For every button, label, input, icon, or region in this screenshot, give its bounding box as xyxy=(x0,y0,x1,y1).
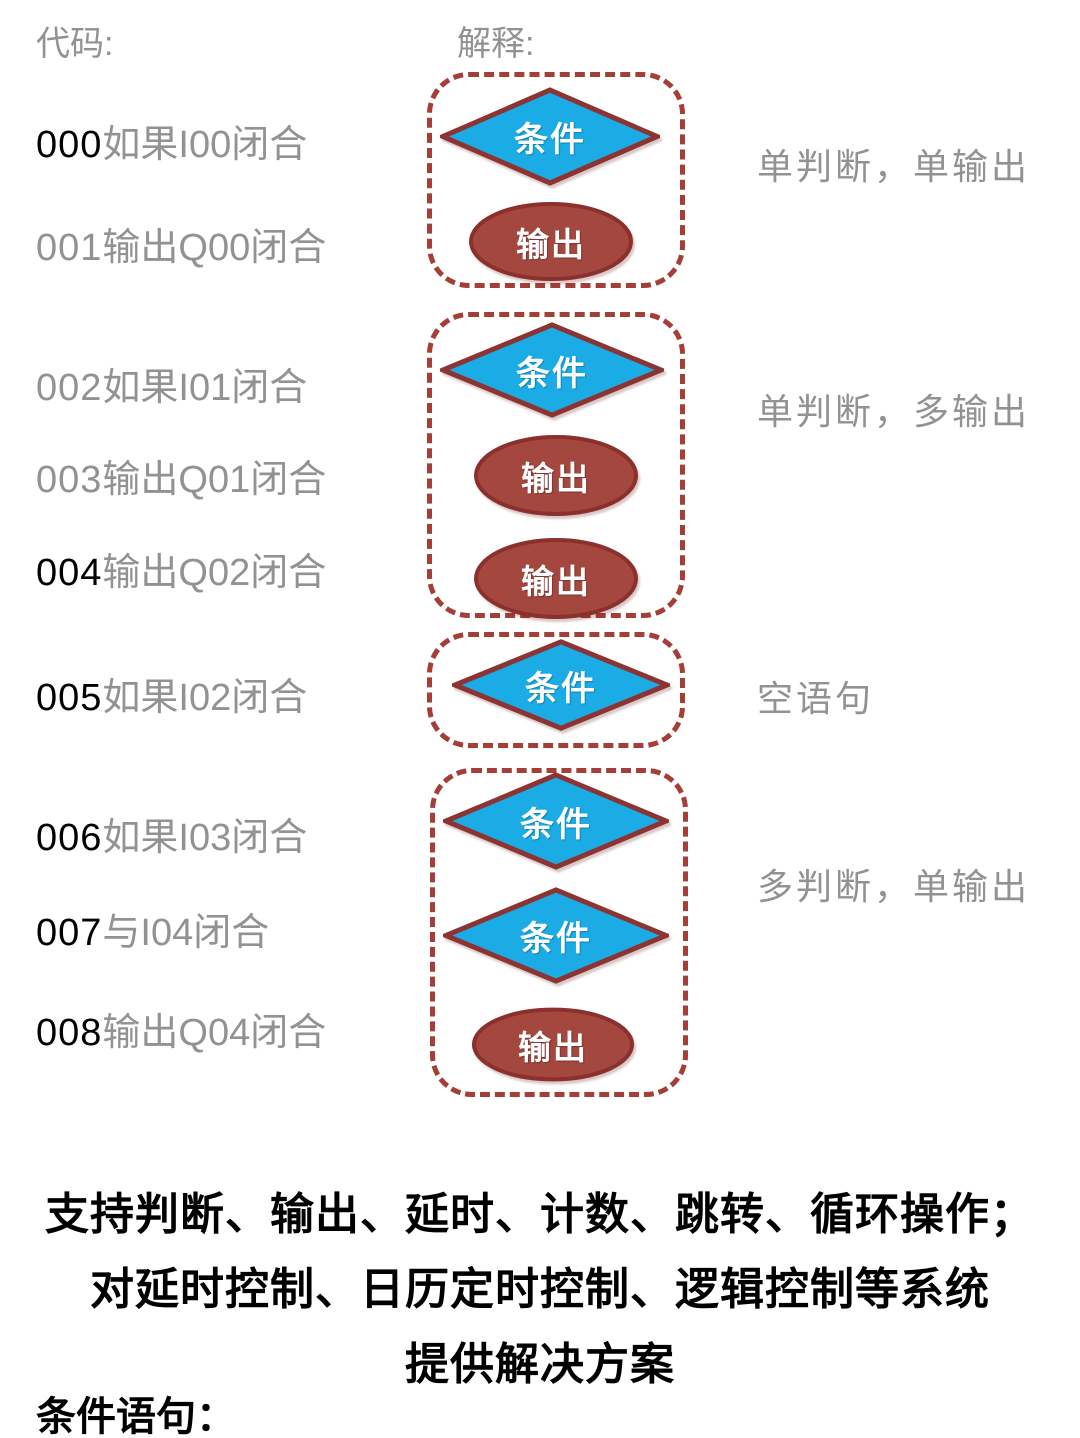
condition-diamond: 条件 xyxy=(452,639,670,731)
code-line-002: 002如果I01闭合 xyxy=(36,356,307,411)
condition-diamond: 条件 xyxy=(440,322,664,418)
flow-group-1-box xyxy=(427,72,685,288)
code-line-text: 如果I03闭合 xyxy=(102,817,308,859)
summary-line-3: 提供解决方案 xyxy=(405,1340,675,1389)
annotation-single-if-multi-out: 单判断，多输出 xyxy=(757,391,1031,432)
code-line-001: 001输出Q00闭合 xyxy=(36,216,326,271)
code-line-number: 003 xyxy=(36,459,103,501)
code-line-text: 输出Q01闭合 xyxy=(102,459,327,501)
code-line-005: 005如果I02闭合 xyxy=(36,666,307,721)
code-line-003: 003输出Q01闭合 xyxy=(36,448,326,503)
code-line-006: 006如果I03闭合 xyxy=(36,806,307,861)
code-line-text: 输出Q02闭合 xyxy=(102,552,327,594)
output-label: 输出 xyxy=(518,1028,588,1066)
condition-label: 条件 xyxy=(520,920,592,958)
code-line-text: 如果I02闭合 xyxy=(102,677,308,719)
summary-line-1: 支持判断、输出、延时、计数、跳转、循环操作； xyxy=(45,1190,1035,1239)
code-line-number: 008 xyxy=(36,1012,103,1054)
output-label: 输出 xyxy=(516,225,586,263)
annotation-multi-if-single-out: 多判断，单输出 xyxy=(757,866,1031,907)
code-line-text: 与I04闭合 xyxy=(102,912,270,954)
summary-text: 支持判断、输出、延时、计数、跳转、循环操作； 对延时控制、日历定时控制、逻辑控制… xyxy=(0,1183,1080,1408)
condition-statement-section-label: 条件语句： xyxy=(36,1395,236,1438)
code-line-text: 如果I00闭合 xyxy=(102,124,308,166)
output-label: 输出 xyxy=(521,459,591,497)
code-line-text: 输出Q00闭合 xyxy=(102,227,327,269)
condition-label: 条件 xyxy=(516,354,588,393)
condition-label: 条件 xyxy=(520,805,592,844)
output-ellipse: 输出 xyxy=(470,1006,636,1083)
code-line-number: 002 xyxy=(36,367,103,409)
output-label: 输出 xyxy=(521,562,591,600)
code-column-header: 代码: xyxy=(36,25,114,63)
flow-group-3-box xyxy=(427,632,685,748)
code-line-number: 005 xyxy=(36,677,103,719)
condition-label: 条件 xyxy=(514,121,586,159)
explain-column-header: 解释: xyxy=(457,25,535,63)
code-line-text: 输出Q04闭合 xyxy=(102,1012,327,1054)
code-line-text: 如果I01闭合 xyxy=(102,367,308,409)
condition-label: 条件 xyxy=(525,669,597,708)
code-line-number: 007 xyxy=(36,912,103,954)
code-line-number: 004 xyxy=(36,552,103,594)
output-ellipse: 输出 xyxy=(472,536,640,621)
annotation-empty-statement: 空语句 xyxy=(757,678,875,719)
code-line-007: 007与I04闭合 xyxy=(36,901,269,956)
output-ellipse: 输出 xyxy=(472,433,640,518)
output-ellipse: 输出 xyxy=(467,200,635,283)
condition-diamond: 条件 xyxy=(443,772,669,870)
condition-diamond: 条件 xyxy=(443,887,669,984)
condition-diamond: 条件 xyxy=(440,87,660,186)
code-line-000: 000如果I00闭合 xyxy=(36,113,307,168)
annotation-single-if-single-out: 单判断，单输出 xyxy=(757,146,1031,187)
code-line-number: 001 xyxy=(36,227,103,269)
flow-group-4-box xyxy=(430,768,688,1097)
summary-line-2: 对延时控制、日历定时控制、逻辑控制等系统 xyxy=(90,1265,990,1314)
code-line-number: 000 xyxy=(36,124,103,166)
code-line-008: 008输出Q04闭合 xyxy=(36,1001,326,1056)
code-line-number: 006 xyxy=(36,817,103,859)
code-line-004: 004输出Q02闭合 xyxy=(36,541,326,596)
